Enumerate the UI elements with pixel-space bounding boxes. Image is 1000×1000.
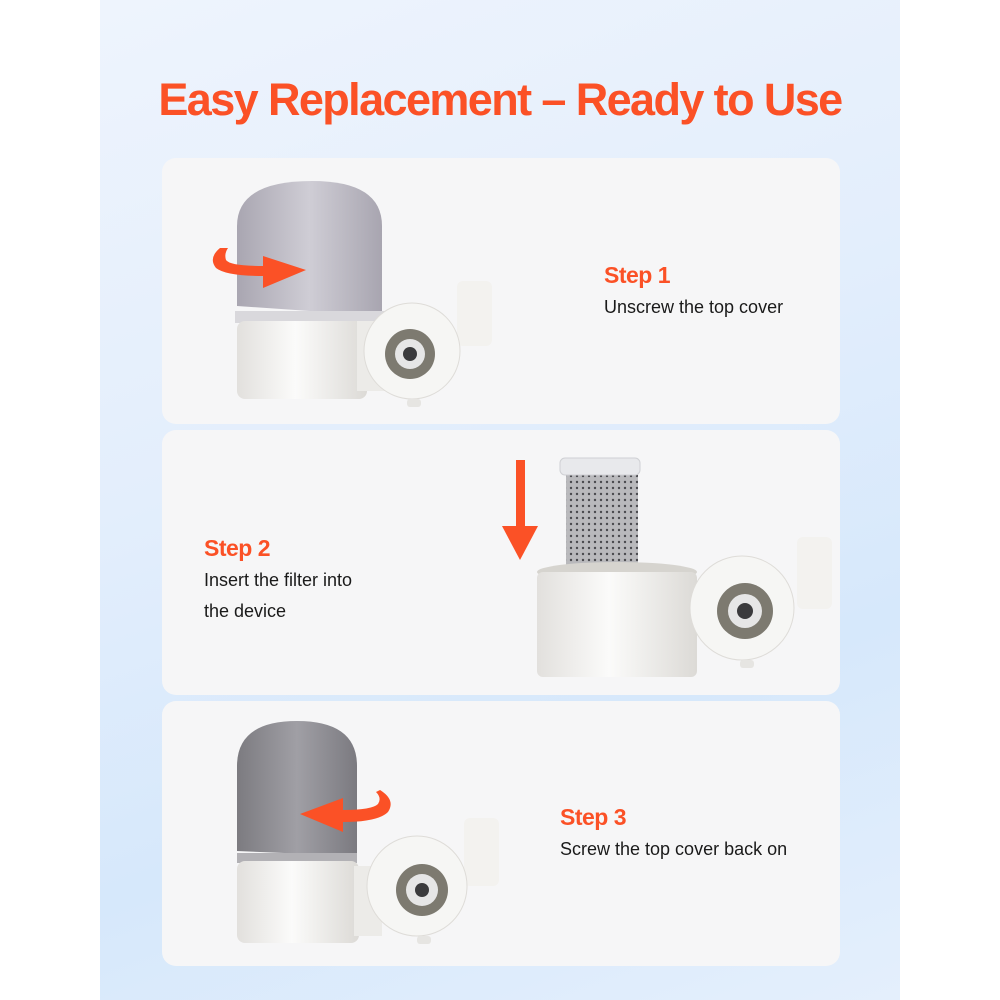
faucet-filter-image: [237, 721, 499, 944]
step-1-label: Step 1: [604, 262, 671, 288]
step-2-text: Step 2 Insert the filter into the device: [204, 533, 352, 627]
step-1-text: Step 1 Unscrew the top cover: [604, 260, 783, 323]
step-3-card: Step 3 Screw the top cover back on: [162, 701, 840, 966]
step-2-description-line-1: Insert the filter into: [204, 570, 353, 590]
step-2-card: Step 2 Insert the filter into the device: [162, 430, 840, 695]
step-2-label: Step 2: [204, 535, 271, 561]
step-2-description-line-2: the device: [204, 601, 287, 621]
step-1-description: Unscrew the top cover: [604, 297, 784, 317]
step-3-text: Step 3 Screw the top cover back on: [560, 802, 787, 865]
step-1-card: Step 1 Unscrew the top cover: [162, 158, 840, 424]
rotate-clockwise-arrow-icon: [212, 248, 306, 288]
down-arrow-icon: [502, 460, 538, 560]
page-title: Easy Replacement – Ready to Use: [158, 74, 843, 125]
faucet-filter-image: [235, 181, 492, 407]
step-3-label: Step 3: [560, 804, 627, 830]
filter-cartridge-image: [537, 457, 832, 677]
step-3-description: Screw the top cover back on: [560, 839, 788, 859]
rotate-counterclockwise-arrow-icon: [300, 790, 391, 832]
